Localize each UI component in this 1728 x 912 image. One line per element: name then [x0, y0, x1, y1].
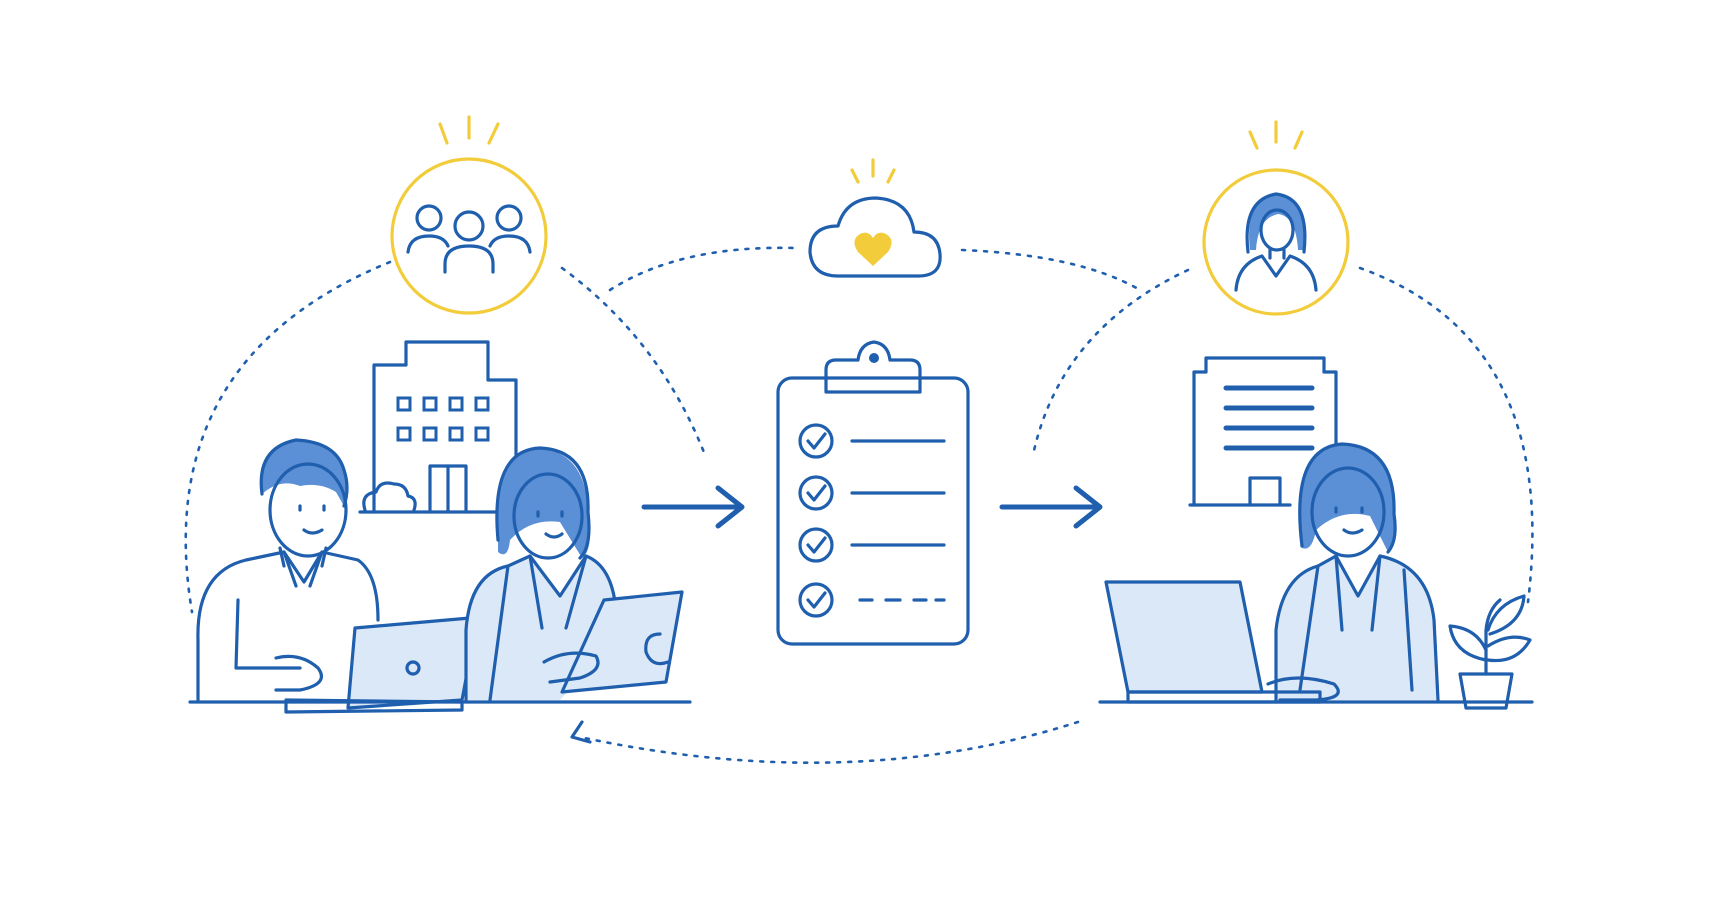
connector-right-loop: [1358, 266, 1534, 604]
arrow-right-2: [999, 485, 1103, 529]
dotted-connectors: [184, 246, 1534, 764]
office-building-icon-right: [1188, 356, 1338, 507]
connector-from-cloud: [960, 248, 1142, 292]
office-building-icon-left: [358, 340, 522, 514]
potted-plant-icon: [1448, 594, 1532, 710]
people-group-icon: [390, 115, 548, 315]
checklist-item-1: [798, 423, 946, 459]
woman-reading-document: [464, 446, 684, 702]
connector-left-to-clipboard: [560, 266, 707, 457]
checklist-item-3: [798, 527, 946, 563]
connector-left-loop: [184, 260, 392, 614]
man-with-laptop: [196, 438, 380, 702]
checklist-item-4: [798, 582, 946, 618]
clipboard-checklist-icon: [776, 340, 970, 646]
connector-to-cloud: [608, 246, 797, 292]
arrow-right-1: [641, 485, 745, 529]
checklist-item-2: [798, 475, 946, 511]
cloud-heart-icon: [808, 158, 942, 278]
connector-return-bottom: [578, 720, 1080, 764]
woman-with-laptop: [1274, 442, 1440, 702]
woman-avatar-icon: [1202, 120, 1350, 316]
connector-to-right-person: [1031, 268, 1190, 457]
return-arrowhead: [570, 720, 592, 744]
